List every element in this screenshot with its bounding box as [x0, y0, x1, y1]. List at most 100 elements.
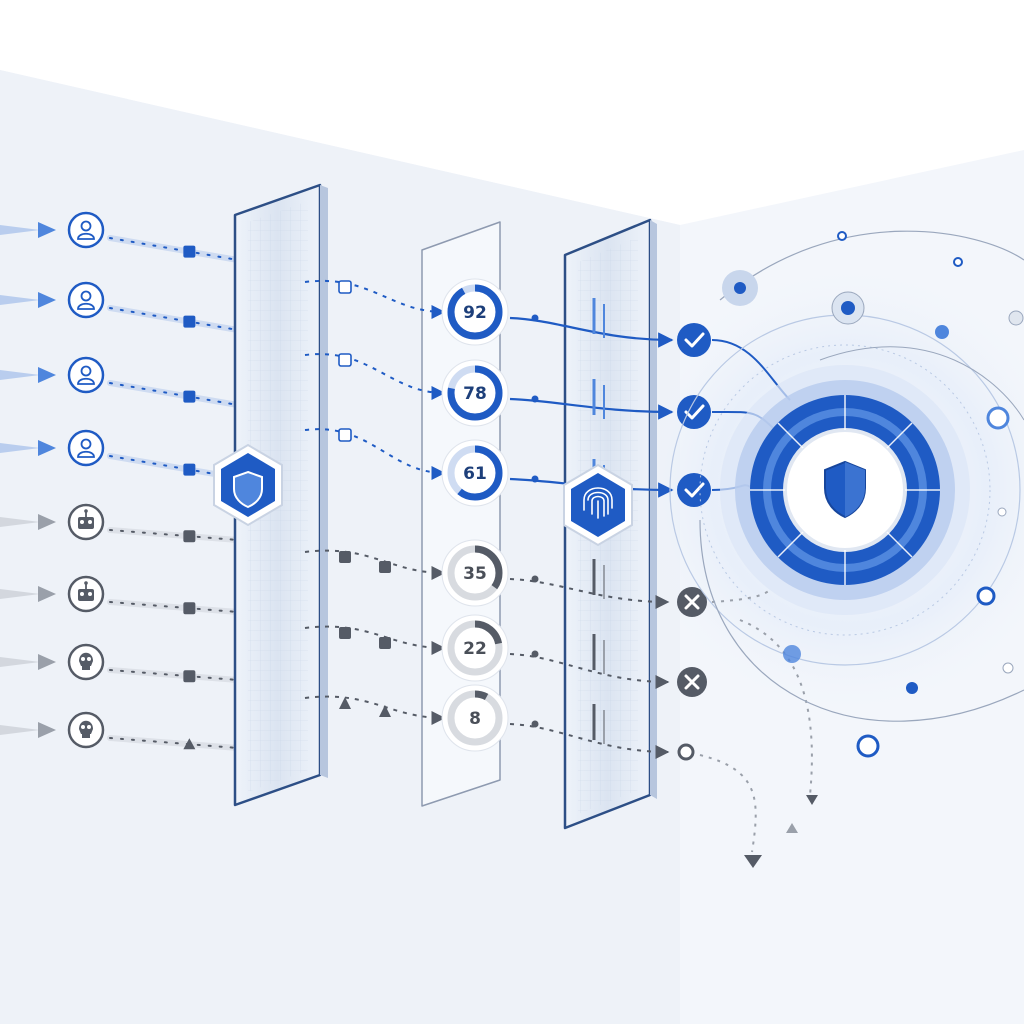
source-malicious [0, 711, 105, 749]
user-icon [67, 429, 105, 467]
sources-column [0, 211, 105, 749]
score-value: 78 [463, 384, 487, 404]
incoming-arrow [0, 589, 40, 599]
incoming-arrow-head [38, 367, 56, 383]
score-arc [447, 445, 503, 501]
packet-marker [183, 245, 196, 258]
packet-marker [379, 705, 391, 717]
orbit-node [841, 301, 855, 315]
orbit-node [906, 682, 918, 694]
score-ring: 22 [441, 614, 509, 682]
orbit-node [837, 231, 847, 241]
orbit-node [953, 257, 963, 267]
score-value: 35 [463, 564, 487, 584]
score-arc [447, 690, 503, 746]
score-ring: 8 [441, 684, 509, 752]
cross-icon [677, 667, 707, 697]
incoming-arrow [0, 657, 40, 667]
packet-marker [183, 315, 196, 328]
score-arc [447, 620, 503, 676]
security-core [669, 314, 1021, 666]
orbit-node [856, 734, 880, 758]
packet-marker [339, 627, 351, 639]
score-rings: 92 78 61 35 22 8 [441, 278, 509, 752]
incoming-arrow [0, 517, 40, 527]
orbit-node [986, 406, 1010, 430]
incoming-arrow-head [38, 292, 56, 308]
checkmark-icon [677, 395, 711, 429]
fingerprint-icon [583, 487, 613, 519]
source-user [0, 281, 105, 319]
incoming-arrow-head [38, 514, 56, 530]
triangle-marker [806, 795, 818, 805]
packet-marker [183, 530, 196, 543]
incoming-arrow [0, 370, 40, 380]
open-circle-icon [677, 743, 695, 761]
inbound-flows [107, 235, 241, 751]
score-ring: 78 [441, 359, 509, 427]
triangle-marker [744, 855, 762, 868]
shield-gate-badge [213, 443, 283, 527]
robot-icon [67, 503, 105, 541]
score-ring: 92 [441, 278, 509, 346]
packet-marker [339, 551, 351, 563]
packet-marker [339, 697, 351, 709]
cross-icon [677, 587, 707, 617]
packet-marker [338, 353, 352, 367]
user-icon [67, 211, 105, 249]
packet-marker [183, 602, 196, 615]
shield-icon [233, 470, 263, 509]
robot-icon [67, 575, 105, 613]
score-ring: 35 [441, 539, 509, 607]
source-malicious [0, 643, 105, 681]
score-arc [447, 365, 503, 421]
checkmark-icon [677, 473, 711, 507]
packet-marker [338, 280, 352, 294]
incoming-arrow-head [38, 222, 56, 238]
triangle-marker [786, 823, 798, 833]
skull-icon [67, 643, 105, 681]
packet-marker [338, 428, 352, 442]
orbit-node [1008, 310, 1024, 326]
source-bot [0, 575, 105, 613]
score-arc [447, 284, 503, 340]
user-icon [67, 356, 105, 394]
incoming-arrow [0, 725, 40, 735]
incoming-arrow-head [38, 440, 56, 456]
packet-marker [379, 561, 391, 573]
incoming-arrow-head [38, 586, 56, 602]
source-user [0, 429, 105, 467]
incoming-arrow-head [38, 722, 56, 738]
packet-marker [183, 738, 196, 750]
core-shield-icon [824, 460, 866, 519]
score-value: 61 [463, 464, 487, 484]
biometric-gate-badge [563, 463, 633, 547]
orbit-node [976, 586, 996, 606]
incoming-arrow [0, 295, 40, 305]
orbit-node [997, 507, 1007, 517]
packet-marker [183, 463, 196, 476]
skull-icon [67, 711, 105, 749]
source-bot [0, 503, 105, 541]
processing-flows [304, 279, 674, 759]
score-value: 22 [463, 639, 487, 659]
orbit-rings [699, 230, 1024, 758]
orbit-node [783, 645, 801, 663]
score-value: 8 [469, 709, 481, 729]
orbit-node [1002, 662, 1014, 674]
dropped-traffic [699, 619, 818, 868]
incoming-arrow [0, 225, 40, 235]
packet-marker [183, 670, 196, 683]
incoming-arrow-head [38, 654, 56, 670]
user-icon [67, 281, 105, 319]
score-arc [447, 545, 503, 601]
packet-marker [183, 390, 196, 403]
packet-marker [379, 637, 391, 649]
checkmark-icon [677, 323, 711, 357]
orbit-node [734, 282, 746, 294]
source-user [0, 211, 105, 249]
incoming-arrow [0, 443, 40, 453]
orbit-node [935, 325, 949, 339]
score-ring: 61 [441, 439, 509, 507]
